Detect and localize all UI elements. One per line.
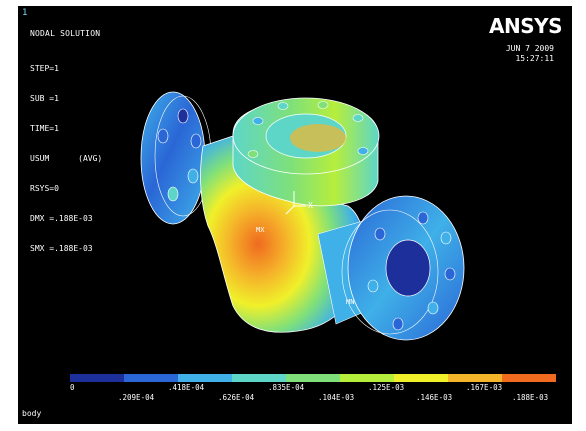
legend-tick: .188E-03 — [512, 393, 549, 402]
x-axis-label: X — [308, 201, 313, 210]
left-flange — [140, 91, 212, 225]
model-title: body — [22, 409, 42, 418]
legend-tick: .835E-04 — [268, 383, 305, 392]
info-line-sub: SUB =1 — [30, 94, 59, 103]
legend-tick: .209E-04 — [118, 393, 155, 402]
legend-ticks-top: 0 .418E-04 .835E-04 .125E-03 .167E-03 — [18, 383, 572, 393]
info-line-time: TIME=1 — [30, 124, 59, 133]
legend-tick: .418E-04 — [168, 383, 205, 392]
time-text: 15:27:11 — [515, 54, 554, 63]
legend-tick: .146E-03 — [416, 393, 453, 402]
top-flange — [232, 97, 380, 207]
legend-swatch-9 — [502, 374, 556, 382]
legend-swatch-5 — [286, 374, 340, 382]
ansys-logo: ANSYS — [488, 14, 563, 38]
legend-tick: 0 — [70, 383, 75, 392]
legend-swatch-7 — [394, 374, 448, 382]
fe-model-view[interactable]: X Y MX MN — [18, 6, 572, 424]
right-flange — [317, 195, 465, 341]
legend-swatch-1 — [70, 374, 124, 382]
legend-swatch-6 — [340, 374, 394, 382]
legend-tick: .104E-03 — [318, 393, 355, 402]
axis-triad: X Y — [285, 183, 313, 215]
y-axis-label: Y — [290, 183, 295, 191]
legend-swatch-4 — [232, 374, 286, 382]
window-number: 1 — [22, 8, 28, 18]
info-line-step: STEP=1 — [30, 64, 59, 73]
legend-tick: .626E-04 — [218, 393, 255, 402]
legend-ticks-bottom: .209E-04 .626E-04 .104E-03 .146E-03 .188… — [18, 393, 572, 403]
info-line-usum: USUM (AVG) — [30, 154, 103, 163]
info-line-rsys: RSYS=0 — [30, 184, 59, 193]
max-marker: MX — [256, 226, 265, 234]
legend-swatch-2 — [124, 374, 178, 382]
legend-swatch-3 — [178, 374, 232, 382]
graphics-viewport[interactable]: 1 NODAL SOLUTION STEP=1 SUB =1 TIME=1 US… — [18, 6, 572, 424]
info-line-dmx: DMX =.188E-03 — [30, 214, 93, 223]
date-text: JUN 7 2009 — [505, 44, 554, 53]
timestamp: JUN 7 2009 15:27:11 — [506, 44, 554, 64]
legend-swatch-8 — [448, 374, 502, 382]
contour-legend-bar — [70, 374, 556, 382]
plot-title: NODAL SOLUTION — [30, 29, 101, 38]
min-marker: MN — [346, 298, 354, 306]
legend-tick: .125E-03 — [368, 383, 405, 392]
info-line-smx: SMX =.188E-03 — [30, 244, 93, 253]
legend-tick: .167E-03 — [466, 383, 503, 392]
solution-info: STEP=1 SUB =1 TIME=1 USUM (AVG) RSYS=0 D… — [30, 44, 102, 274]
